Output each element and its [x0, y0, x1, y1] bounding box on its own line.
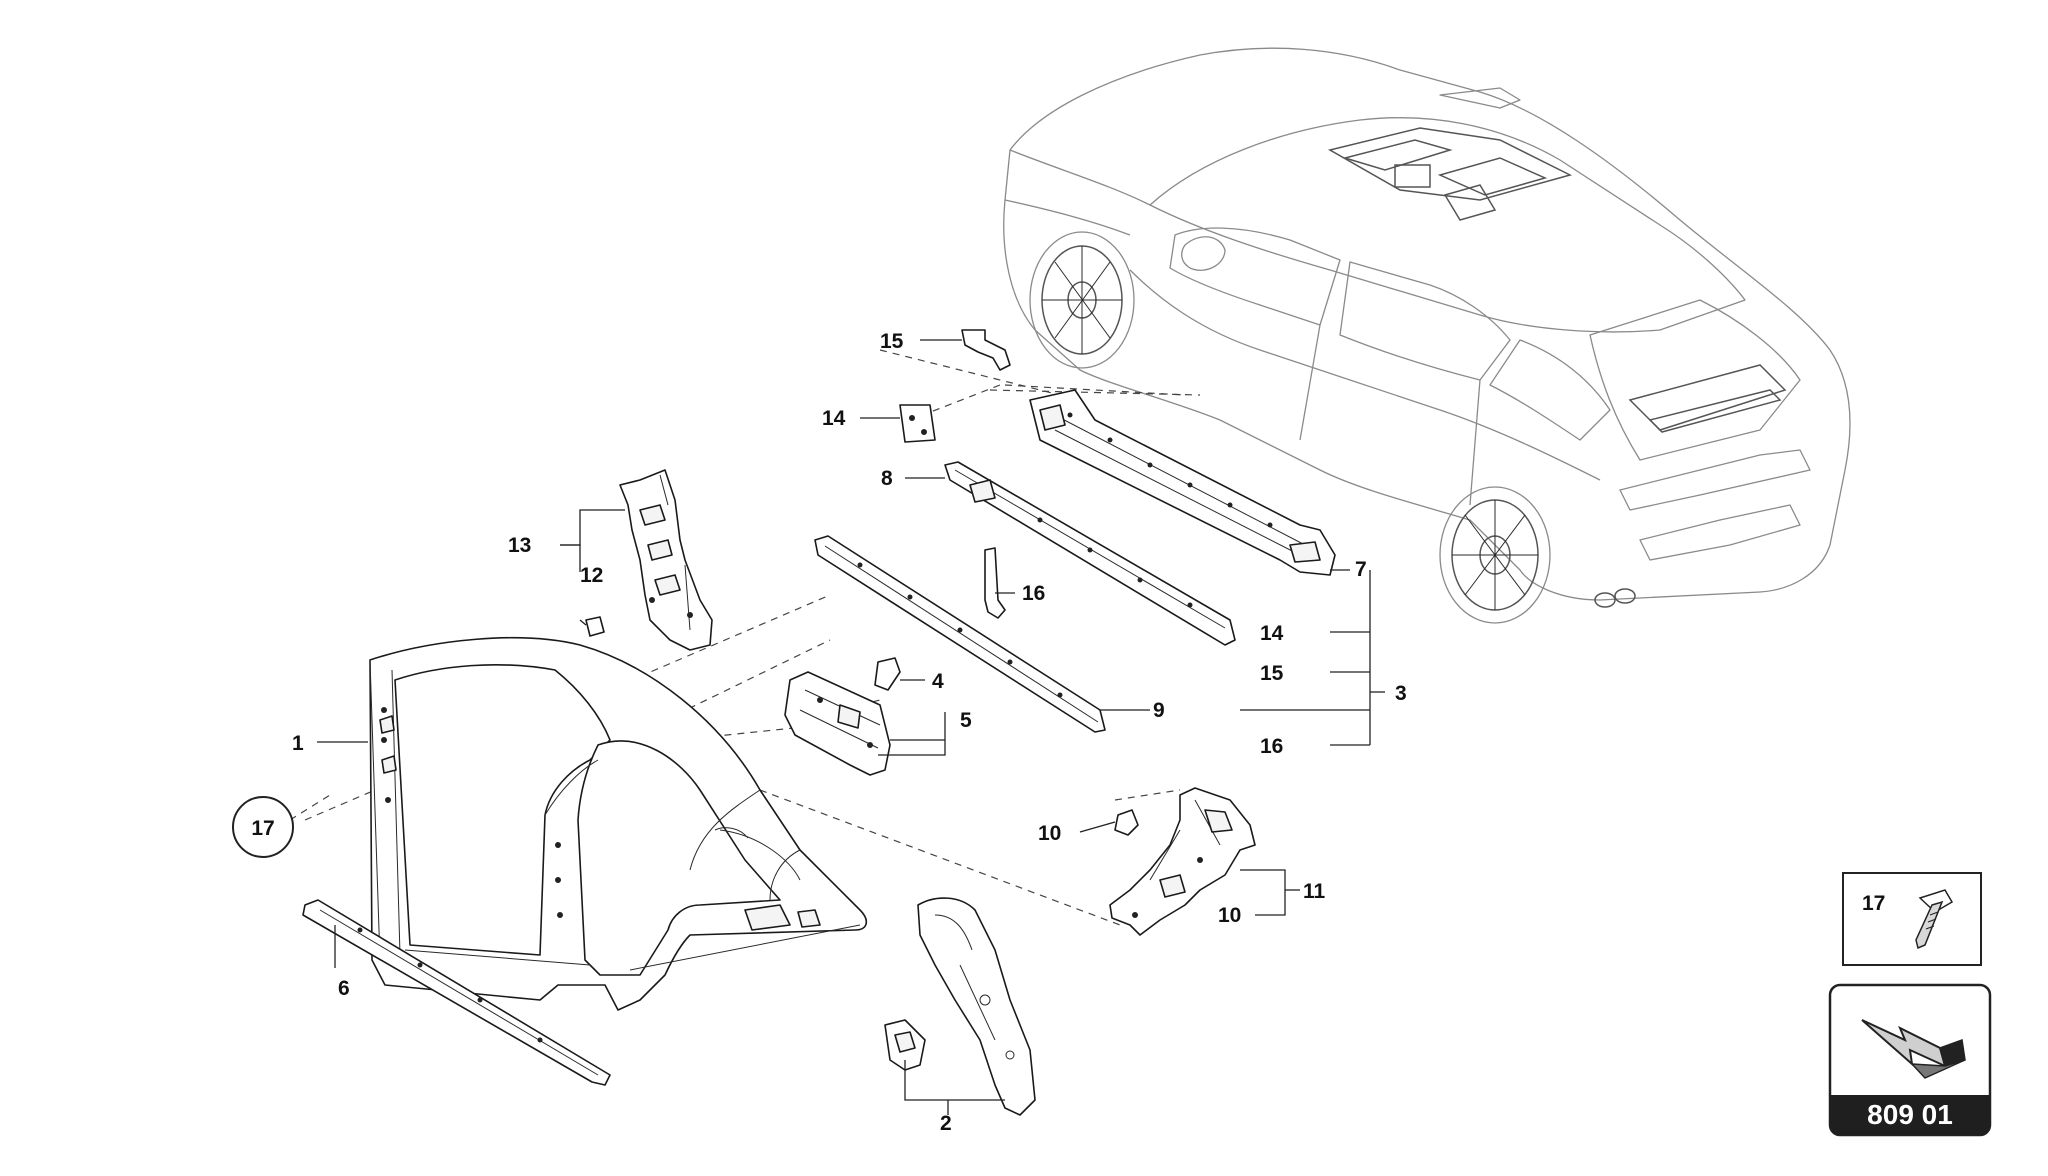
- callout-3: 3: [1395, 682, 1407, 705]
- callout-11: 11: [1303, 880, 1326, 903]
- callout-16a: 16: [1022, 582, 1045, 605]
- part-15-bracket: [961, 329, 1011, 371]
- part-6-sill-strip: [302, 899, 611, 1086]
- front-wheel: [1029, 231, 1135, 369]
- callout-15a: 15: [880, 330, 904, 353]
- part-5-reinforcement: [784, 671, 891, 776]
- reference-badge: 809 01: [1828, 983, 1992, 1137]
- part-1-side-body-panel: [369, 636, 868, 1011]
- callout-labels: 1 2 3 4 5 6 7 8 9 10 10 11 12 13 14 14 1…: [292, 330, 1407, 1135]
- part-7-upper-rail: [1029, 389, 1336, 576]
- callout-17: 17: [251, 817, 274, 840]
- reference-code: 809 01: [1867, 1099, 1953, 1130]
- direction-arrow-icon: [1861, 1019, 1966, 1079]
- part-2-wheel-arch: [884, 897, 1036, 1116]
- callout-7: 7: [1355, 558, 1367, 581]
- rivet-icon: [1915, 889, 1954, 950]
- callout-8: 8: [881, 467, 893, 490]
- part-10-small-plate: [1114, 809, 1139, 836]
- vehicle-outline: [1003, 47, 1851, 624]
- callout-14a: 14: [822, 407, 846, 430]
- part-16-clip: [984, 547, 1006, 619]
- callout-13: 13: [508, 534, 531, 557]
- part-11-rear-inner-panel: [1109, 787, 1256, 936]
- callout-15b: 15: [1260, 662, 1284, 685]
- legend-box-label: 17: [1862, 892, 1885, 915]
- callout-10a: 10: [1038, 822, 1061, 845]
- callout-1: 1: [292, 732, 304, 755]
- callout-9: 9: [1153, 699, 1165, 722]
- part-14-plate: [899, 404, 936, 443]
- callout-5: 5: [960, 709, 972, 732]
- callout-4: 4: [932, 670, 944, 693]
- part-9-lower-rail: [814, 535, 1106, 733]
- legend-box-17: 17: [1842, 872, 1982, 966]
- part-8-middle-rail: [944, 461, 1236, 646]
- callout-12: 12: [580, 564, 603, 587]
- callout-10b: 10: [1218, 904, 1241, 927]
- rear-wheel: [1439, 486, 1551, 624]
- callout-6: 6: [338, 977, 350, 1000]
- callout-2: 2: [940, 1112, 952, 1135]
- part-12-bracket: [585, 616, 605, 637]
- callout-14b: 14: [1260, 622, 1284, 645]
- callout-16b: 16: [1260, 735, 1283, 758]
- part-4-small-bracket: [874, 657, 901, 691]
- part-13-pillar-reinforcement: [619, 469, 713, 651]
- callout-17-circle: 17: [232, 796, 294, 858]
- leader-lines: [317, 339, 1385, 1115]
